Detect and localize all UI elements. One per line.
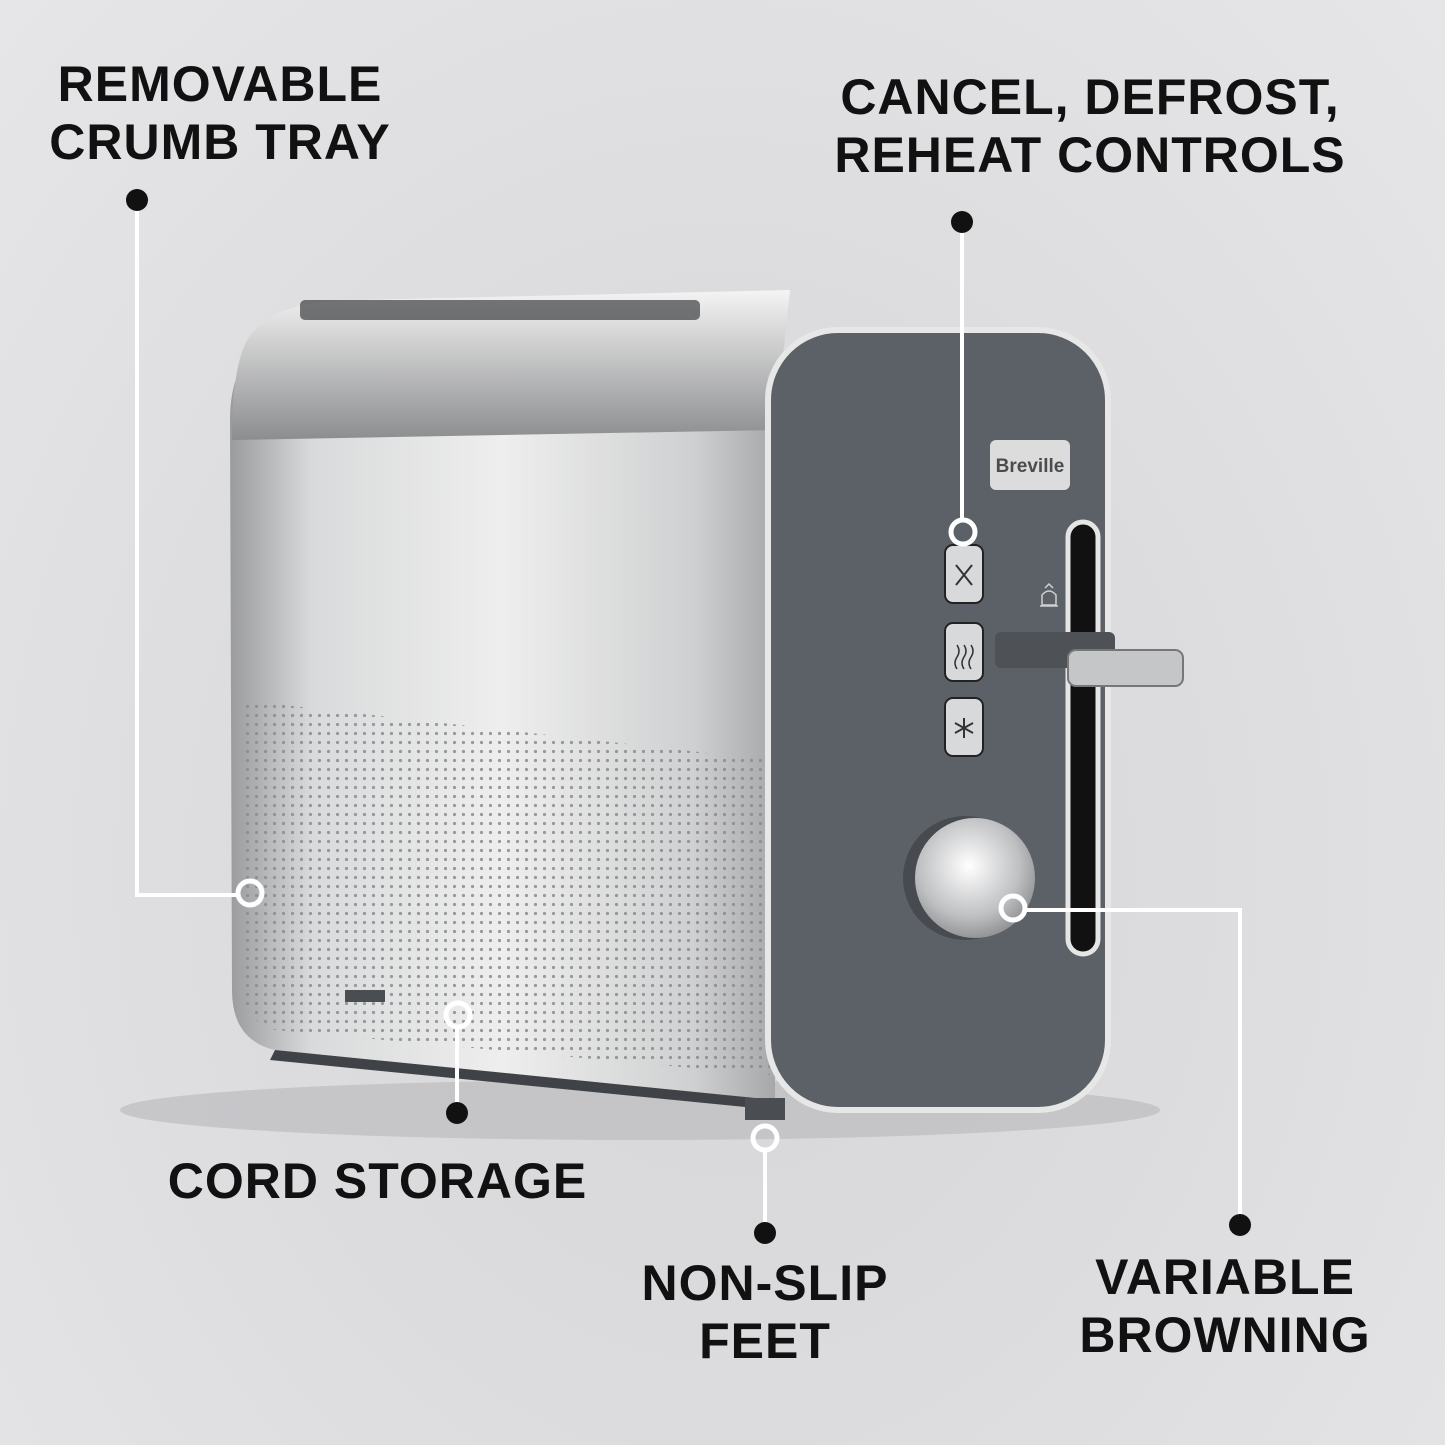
callout-lines xyxy=(135,200,1242,1233)
toast-lift-icon xyxy=(1040,582,1058,607)
toast-lever[interactable] xyxy=(1067,649,1184,687)
callout-crumb-tray: REMOVABLE CRUMB TRAY xyxy=(40,55,400,171)
callout-variable-browning: VARIABLE BROWNING xyxy=(1060,1248,1390,1364)
callout-ring xyxy=(750,1123,780,1153)
callout-dot xyxy=(446,1102,468,1124)
callout-ring xyxy=(235,878,265,908)
callout-text: REHEAT CONTROLS xyxy=(834,127,1346,183)
callout-text: BROWNING xyxy=(1079,1307,1371,1363)
callout-dot xyxy=(126,189,148,211)
callout-dot xyxy=(1229,1214,1251,1236)
callout-text: VARIABLE xyxy=(1095,1249,1355,1305)
non-slip-foot xyxy=(745,1098,785,1120)
crumb-tray-vent xyxy=(240,700,770,1075)
callout-text: CORD STORAGE xyxy=(167,1153,588,1209)
brand-logo-text: Breville xyxy=(996,456,1065,477)
callout-text: NON-SLIP xyxy=(641,1255,889,1311)
callout-dot xyxy=(951,211,973,233)
callout-controls: CANCEL, DEFROST, REHEAT CONTROLS xyxy=(810,68,1370,184)
callout-dot xyxy=(754,1222,776,1244)
callout-cord-storage: CORD STORAGE xyxy=(160,1152,595,1210)
callout-text: CRUMB TRAY xyxy=(49,114,391,170)
x-icon xyxy=(955,564,973,586)
lever-slot xyxy=(1065,519,1101,957)
callout-text: FEET xyxy=(699,1313,831,1369)
reheat-button[interactable] xyxy=(944,622,984,682)
defrost-button[interactable] xyxy=(944,697,984,757)
callout-ring xyxy=(948,517,978,547)
callout-text: REMOVABLE xyxy=(57,56,383,112)
callout-ring xyxy=(443,1000,473,1030)
cancel-button[interactable] xyxy=(944,544,984,604)
callout-text: CANCEL, DEFROST, xyxy=(840,69,1340,125)
browning-knob[interactable] xyxy=(915,818,1035,938)
callout-ring xyxy=(998,893,1028,923)
steam-icon xyxy=(954,644,974,670)
snowflake-icon xyxy=(954,718,974,738)
callout-non-slip-feet: NON-SLIP FEET xyxy=(615,1254,915,1370)
brand-plate xyxy=(990,440,1070,490)
